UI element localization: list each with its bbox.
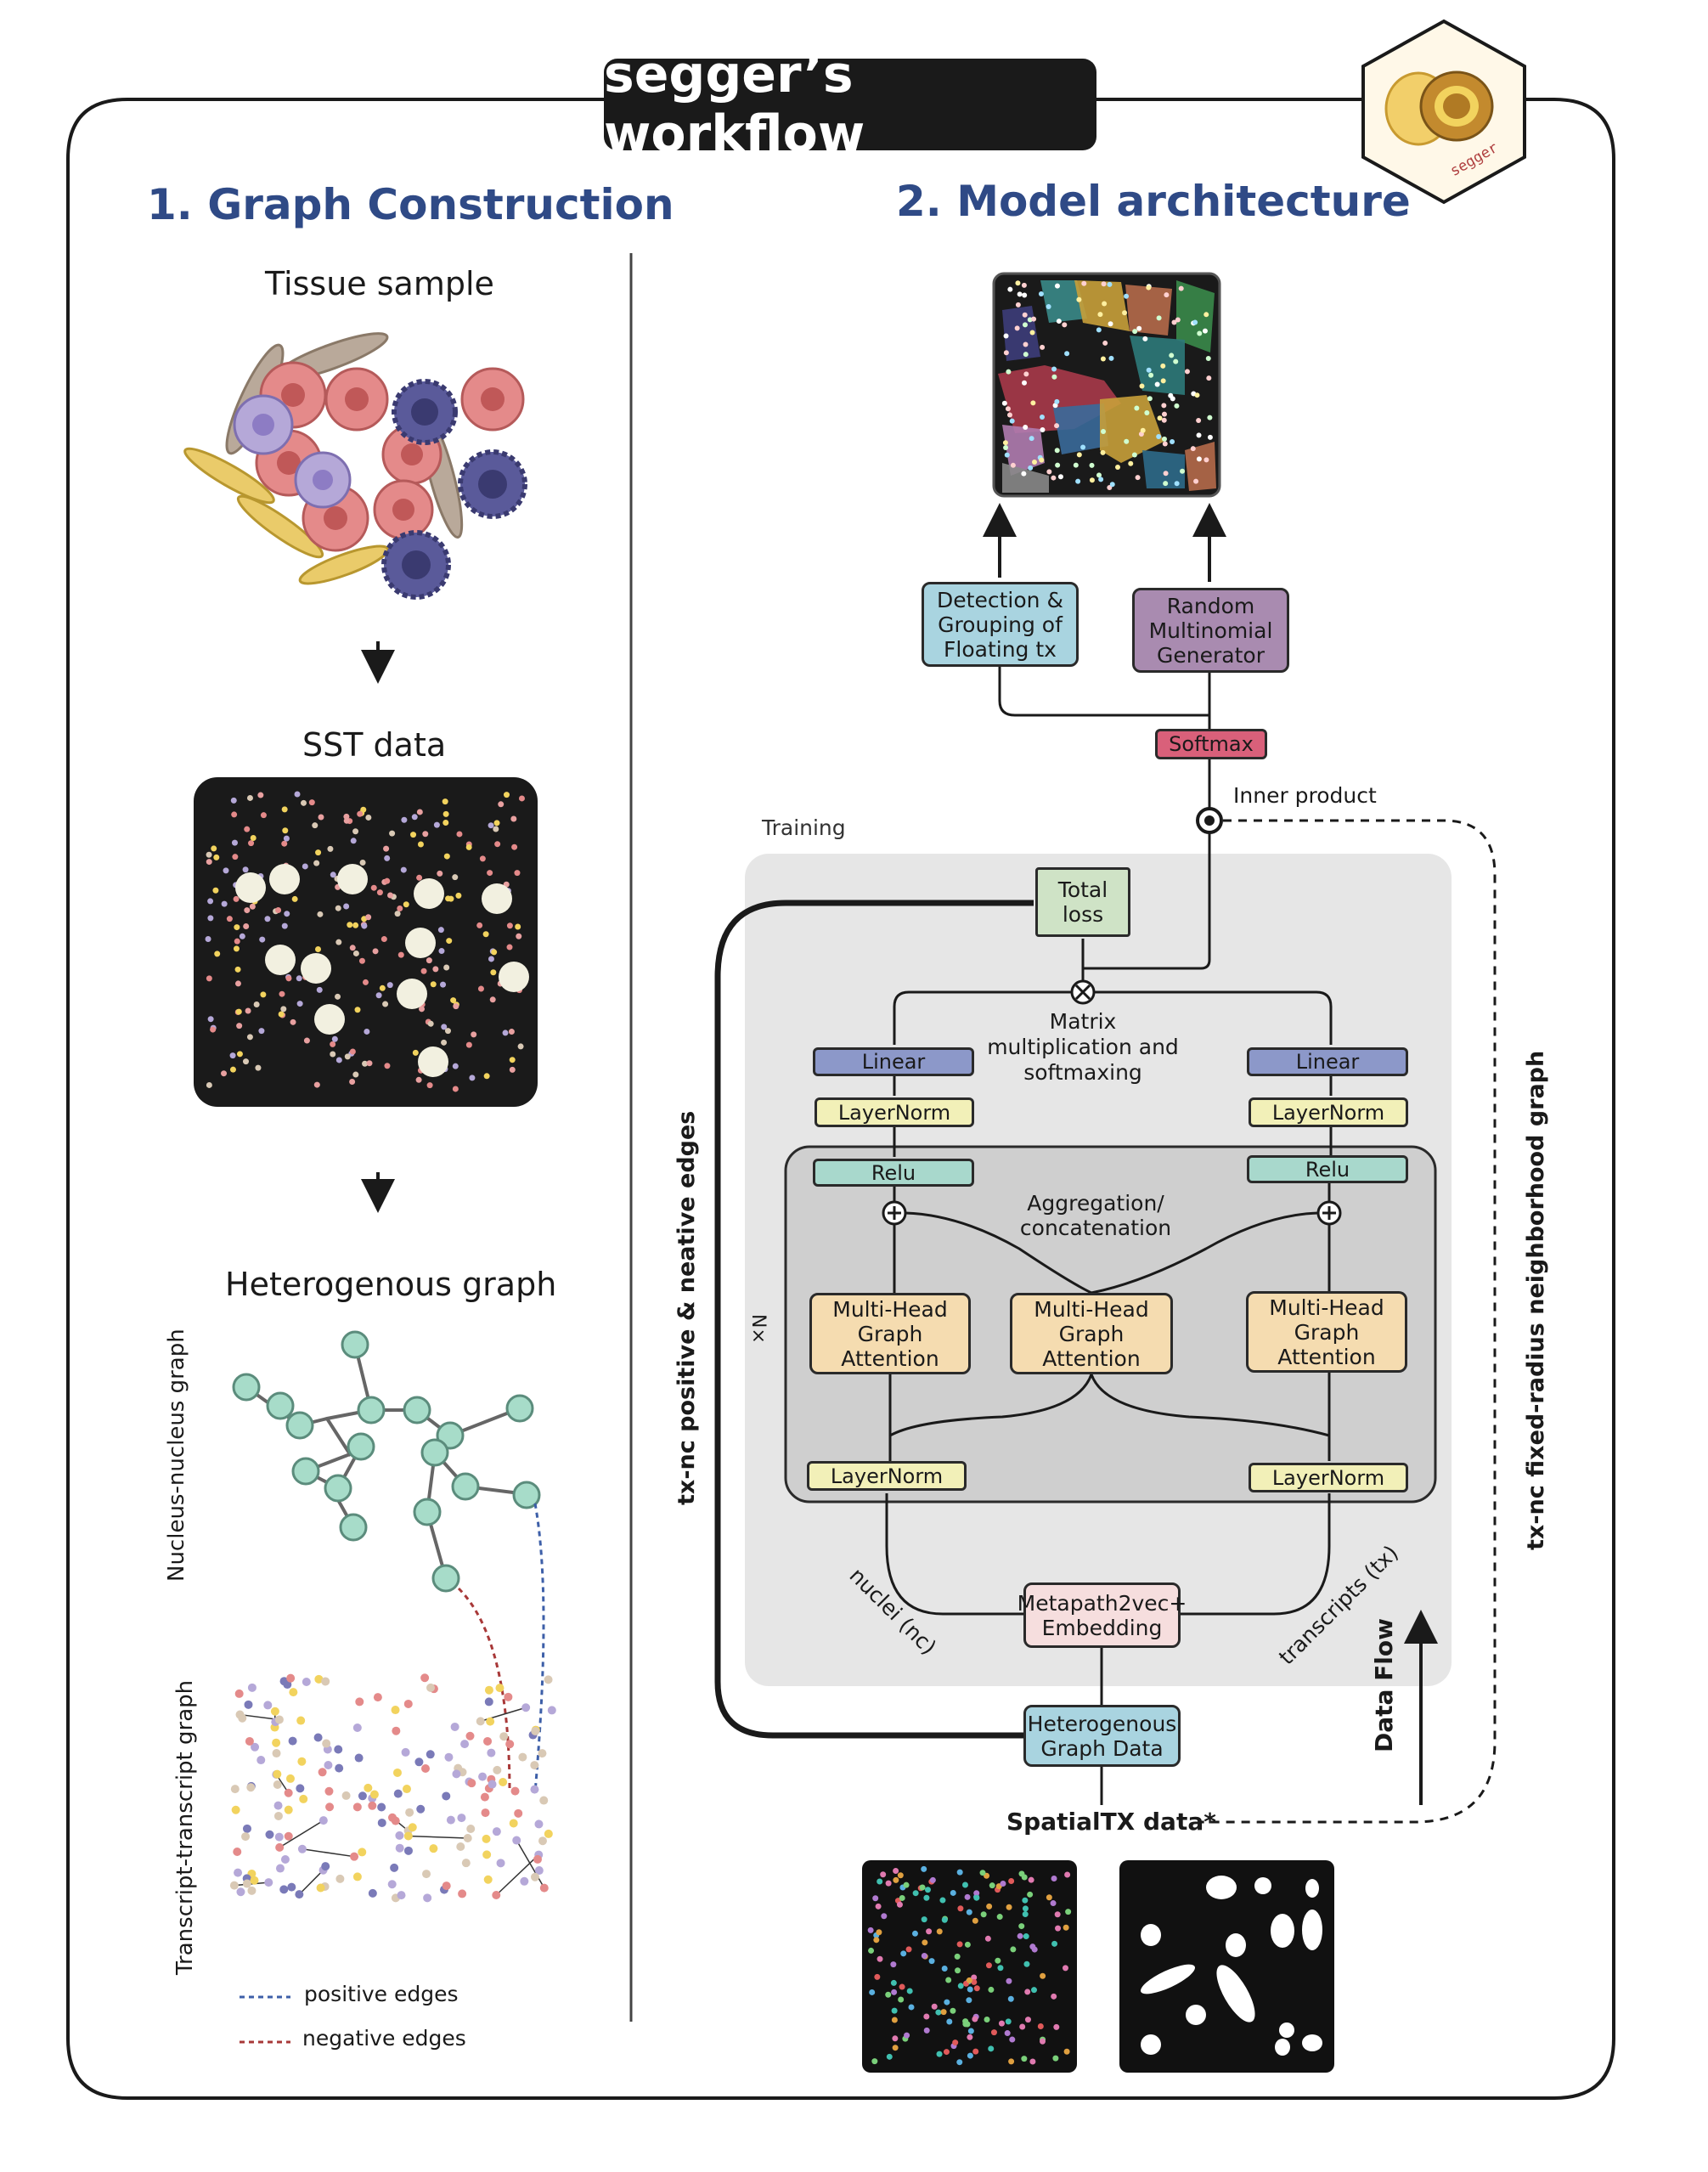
model-architecture-title: 2. Model architecture: [896, 177, 1411, 226]
aggregation-label: Aggregation/ concatenation: [1019, 1191, 1172, 1240]
inner-product-label: Inner product: [1233, 783, 1377, 808]
tissue-sample-illustration: [183, 332, 527, 600]
total-loss-box: Total loss: [1035, 867, 1130, 937]
sst-data-label: SST data: [302, 726, 447, 764]
loss-feedback-path: [714, 900, 1034, 1739]
fixed-radius-graph-label: tx-nc fixed-radius neighborhood graph: [1523, 1050, 1549, 1550]
relu-left-box: Relu: [813, 1159, 974, 1187]
training-label: Training: [762, 815, 846, 840]
spatial-transcripts-image: [862, 1860, 1077, 2073]
attention-cross-curves: [889, 1374, 1330, 1437]
nucleus-nucleus-graph-label: Nucleus-nucleus graph: [164, 1329, 189, 1582]
tissue-sample-label: Tissue sample: [265, 265, 494, 302]
sst-data-panel: [194, 777, 538, 1107]
matrix-multiplication-label: Matrix multiplication and softmaxing: [987, 1009, 1179, 1085]
mhga-center-box: Multi-Head Graph Attention: [1010, 1293, 1173, 1374]
positive-edges-label: positive edges: [304, 1982, 459, 2006]
mhga-left-box: Multi-Head Graph Attention: [809, 1293, 971, 1374]
detection-grouping-box: Detection & Grouping of Floating tx: [922, 582, 1079, 667]
transcript-transcript-graph: [229, 1673, 556, 1903]
nucleus-nodes: [232, 1330, 541, 1593]
segmentation-output-image: [992, 272, 1221, 498]
fixed-radius-dashed-path: [1200, 819, 1497, 1824]
heterogenous-graph-label: Heterogenous graph: [225, 1266, 557, 1303]
negative-edges-label: negative edges: [302, 2026, 466, 2051]
page-title: segger’s workflow: [604, 45, 1096, 164]
matmul-branches: [893, 990, 1333, 1045]
linear-right-box: Linear: [1247, 1047, 1408, 1076]
transcript-transcript-graph-label: Transcript-transcript graph: [172, 1679, 198, 1975]
layernorm-top-left-box: LayerNorm: [815, 1097, 974, 1127]
negative-edge-line: [457, 1587, 511, 1793]
nuclei-mask-image: [1119, 1860, 1334, 2073]
outer-frame: [66, 98, 1615, 2100]
segger-logo-icon: [1361, 19, 1526, 205]
layernorm-top-right-box: LayerNorm: [1249, 1097, 1408, 1127]
aggregation-curves: [905, 1211, 1319, 1295]
total-loss-to-inner-product: [1081, 832, 1211, 970]
nx-label: N×: [747, 1314, 769, 1344]
relu-right-box: Relu: [1247, 1155, 1408, 1183]
mhga-right-box: Multi-Head Graph Attention: [1246, 1291, 1407, 1373]
softmax-to-detection-connector: [998, 667, 1211, 717]
graph-construction-title: 1. Graph Construction: [147, 180, 674, 229]
nucleus-nucleus-graph: [245, 1344, 521, 1579]
layernorm-bottom-right-box: LayerNorm: [1249, 1463, 1408, 1492]
layernorm-bottom-left-box: LayerNorm: [807, 1461, 967, 1491]
data-flow-label: Data Flow: [1370, 1618, 1398, 1752]
spatialtx-data-label: SpatialTX data*: [1006, 1808, 1216, 1836]
linear-left-box: Linear: [813, 1047, 974, 1076]
random-multinomial-box: Random Multinomial Generator: [1132, 588, 1289, 673]
metapath2vec-box: Metapath2vec+ Embedding: [1017, 1582, 1187, 1648]
heterogenous-graph-data-box: Heterogenous Graph Data: [1023, 1705, 1181, 1767]
positive-negative-edges-label: tx-nc positive & neative edges: [674, 1110, 700, 1505]
nuclei-connector: [885, 1493, 1023, 1616]
positive-edge-line: [533, 1503, 545, 1793]
transcripts-connector: [1181, 1493, 1331, 1616]
softmax-box: Softmax: [1155, 729, 1267, 759]
